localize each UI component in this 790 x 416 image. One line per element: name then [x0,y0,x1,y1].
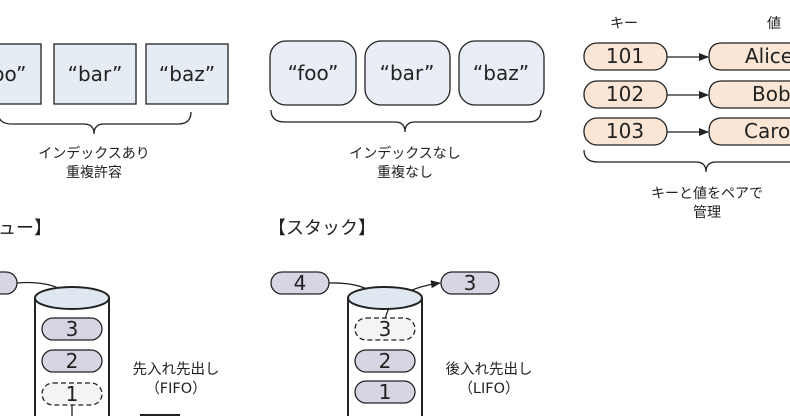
map-caption-line2: 管理 [693,205,721,221]
stack-item-label: 3 [379,317,392,341]
queue-stack-item-label: 3 [66,317,79,341]
map-row: 102 Bob [583,80,790,109]
map-value-label: Alice [745,44,790,68]
list-item-box [145,43,229,105]
stack-incoming-label: 4 [294,271,307,295]
stack-diagram: 【スタック】 4 3 3 2 1 後入れ先出し （LIFO） [268,218,533,416]
stack-outgoing-label: 3 [464,271,477,295]
stack-title: 【スタック】 [268,218,376,239]
map-key-label: 101 [606,44,644,68]
list-item-label: “foo” [0,62,26,86]
map-diagram: キー 値 101 Alice 102 Bob 103 Carol キーと値をペア… [583,16,790,221]
map-value-label: Bob [752,82,790,106]
map-value-box [708,80,790,109]
list-caption-line1: インデックスあり [38,145,150,162]
set-item-label: “bar” [380,61,435,85]
queue-incoming-item [0,271,18,295]
stack-item-label: 1 [379,380,392,404]
list-item-label: “bar” [68,62,123,86]
set-item-label: “baz” [473,61,529,85]
map-value-box [708,42,790,71]
queue-stack-item [41,317,103,341]
queue-cylinder-body [34,298,110,416]
map-row: 103 Carol [583,117,790,146]
list-brace [0,111,192,135]
list-item-box [53,43,137,105]
map-value-header: 値 [767,16,781,32]
list-item-label: “baz” [159,62,215,86]
stack-outgoing-item [440,271,500,295]
set-diagram: “foo” “bar” “baz” インデックスなし 重複なし [269,40,545,181]
set-brace [270,109,542,133]
queue-stack-item-label: 2 [66,349,79,373]
map-caption-line1: キーと値をペアで [651,186,763,202]
queue-cylinder-top [34,286,110,310]
map-key-label: 102 [606,82,644,106]
list-caption-line2: 重複許容 [66,164,122,181]
queue-diagram: ュー】 3 2 1 先入れ先出し （FIFO） [0,218,220,416]
map-value-box [708,117,790,146]
list-diagram: “foo” “bar” “baz” インデックスあり 重複許容 [0,43,229,181]
set-caption-line1: インデックスなし [349,145,461,162]
queue-note-line2: （FIFO） [145,380,206,397]
list-item-box [0,43,42,105]
stack-item [354,349,416,373]
map-brace [583,149,790,173]
map-key-header: キー [610,16,638,32]
stack-note-line2: （LIFO） [458,380,519,397]
map-value-label: Carol [744,119,790,143]
set-item-box [364,40,451,106]
stack-cylinder-body [347,298,423,416]
set-item-label: “foo” [288,61,339,85]
stack-item-label: 2 [379,349,392,373]
stack-note-line1: 後入れ先出し [446,361,533,378]
set-item-box [458,40,545,106]
queue-note-line1: 先入れ先出し [133,361,220,378]
map-key-label: 103 [606,119,644,143]
stack-cylinder-top [347,286,423,310]
set-caption-line2: 重複なし [377,164,433,181]
map-row: 101 Alice [583,42,790,71]
queue-stack-item-label: 1 [66,382,79,406]
stack-pop-slot [354,317,416,341]
queue-title: ュー】 [0,218,52,239]
queue-stack-item [41,349,103,373]
stack-item [354,380,416,404]
set-item-box [269,40,357,106]
